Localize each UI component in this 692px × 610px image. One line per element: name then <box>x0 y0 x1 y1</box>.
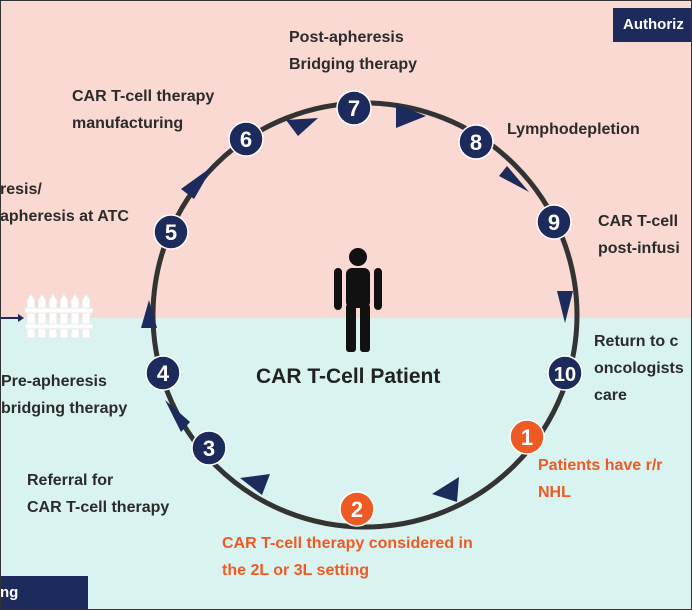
step-8-line-1: Lymphodepletion <box>507 121 640 138</box>
step-3-label: Referral for CAR T-cell therapy <box>27 467 169 521</box>
node-4: 4 <box>145 355 181 391</box>
step-5-label: resis/ apheresis at ATC <box>0 176 129 230</box>
step-1-line-2: NHL <box>538 484 571 501</box>
step-8-label: Lymphodepletion <box>507 116 640 143</box>
arrow-1-2 <box>432 477 459 502</box>
step-7-line-1: Post-apheresis <box>289 29 404 46</box>
step-4-label: Pre-apheresis bridging therapy <box>1 368 127 422</box>
step-2-line-2: the 2L or 3L setting <box>222 562 369 579</box>
node-8: 8 <box>458 124 494 160</box>
step-10-line-2: oncologists <box>594 360 684 377</box>
arrow-6-7 <box>286 118 318 136</box>
arrow-9-10 <box>557 291 573 323</box>
step-10-line-3: care <box>594 387 627 404</box>
fence-icon <box>0 293 94 339</box>
center-patient-label: CAR T-Cell Patient <box>256 365 441 388</box>
node-10-number: 10 <box>554 364 576 386</box>
step-4-line-1: Pre-apheresis <box>1 373 107 390</box>
arrow-8-9 <box>499 166 529 192</box>
node-2-number: 2 <box>351 497 363 522</box>
step-1-label: Patients have r/r NHL <box>538 452 663 506</box>
step-3-line-2: CAR T-cell therapy <box>27 499 170 516</box>
node-5-number: 5 <box>165 220 177 245</box>
node-9-number: 9 <box>548 210 560 235</box>
step-4-line-2: bridging therapy <box>1 400 128 417</box>
step-7-label: Post-apheresis Bridging therapy <box>289 24 417 78</box>
node-1: 1 <box>509 419 545 455</box>
step-10-label: Return to c oncologists care <box>594 328 684 409</box>
arrow-7-8 <box>396 104 426 128</box>
node-5: 5 <box>153 214 189 250</box>
arrow-2-3 <box>240 474 270 495</box>
step-1-line-1: Patients have r/r <box>538 457 663 474</box>
arrow-4-5 <box>141 300 157 328</box>
step-9-label: CAR T-cell post-infusi <box>598 208 680 262</box>
node-8-number: 8 <box>470 130 482 155</box>
authorized-zone-background <box>0 0 692 318</box>
node-7-number: 7 <box>348 96 360 121</box>
node-9: 9 <box>536 204 572 240</box>
node-10: 10 <box>547 355 583 391</box>
node-6: 6 <box>228 121 264 157</box>
step-6-line-1: CAR T-cell therapy <box>72 88 215 105</box>
node-7: 7 <box>336 90 372 126</box>
step-9-line-2: post-infusi <box>598 240 680 257</box>
arrow-5-6 <box>181 166 213 199</box>
step-5-line-1: resis/ <box>0 181 42 198</box>
node-3: 3 <box>191 430 227 466</box>
step-9-line-1: CAR T-cell <box>598 213 679 230</box>
node-1-number: 1 <box>521 425 533 450</box>
step-5-line-2: apheresis at ATC <box>0 208 129 225</box>
node-2: 2 <box>339 491 375 527</box>
step-2-label: CAR T-cell therapy considered in the 2L … <box>222 530 473 584</box>
node-4-number: 4 <box>157 361 170 386</box>
authorized-center-tag: Authoriz <box>613 8 692 42</box>
step-7-line-2: Bridging therapy <box>289 56 418 73</box>
step-10-line-1: Return to c <box>594 333 679 350</box>
step-3-line-1: Referral for <box>27 472 114 489</box>
arrow-3-4 <box>165 400 190 432</box>
referring-center-tag: ng <box>0 576 88 610</box>
node-6-number: 6 <box>240 127 252 152</box>
step-2-line-1: CAR T-cell therapy considered in <box>222 535 473 552</box>
step-6-line-2: manufacturing <box>72 115 184 132</box>
node-3-number: 3 <box>203 436 215 461</box>
step-6-label: CAR T-cell therapy manufacturing <box>72 83 214 137</box>
cycle-arrows <box>141 104 573 502</box>
patient-figure-icon <box>334 248 382 352</box>
